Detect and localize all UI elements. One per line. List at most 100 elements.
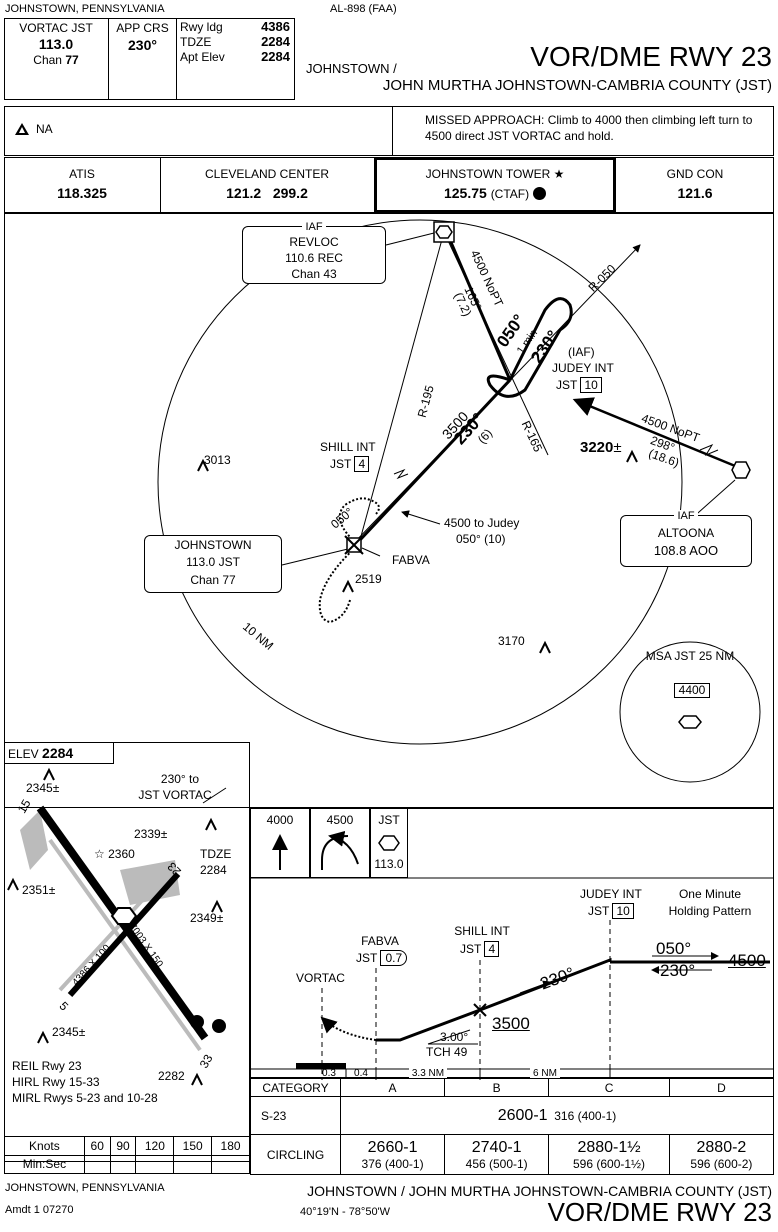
beacon-2360: ☆ 2360 (94, 847, 135, 861)
ma-fix-freq: 113.0 (374, 857, 404, 871)
obs-2345-bot: 2345± (52, 1025, 86, 1039)
minsec-label: Min:Sec (4, 1154, 85, 1174)
shill-name: SHILL INT (320, 440, 376, 454)
judey-iaf: (IAF) (568, 345, 595, 359)
category-c: C (548, 1078, 670, 1097)
revloc-callout (242, 226, 386, 284)
procedure-code: AL-898 (FAA) (330, 3, 397, 15)
altoona-name: ALTOONA (657, 526, 715, 540)
elev: ELEV 2284 (8, 745, 74, 761)
revloc-chan: Chan 43 (291, 267, 337, 281)
shill-fix: JST 4 (330, 456, 370, 472)
footer-airport: JOHNSTOWN / JOHN MURTHA JOHNSTOWN-CAMBRI… (307, 1183, 772, 1199)
to-judey: 4500 to Judey (444, 516, 520, 530)
comm-tower-name: JOHNSTOWN TOWER ★ (425, 167, 565, 181)
profile-vortac: VORTAC (296, 971, 345, 985)
comm-ground-name: GND CON (666, 167, 724, 181)
johnstown-callout (144, 535, 282, 593)
fabva-label: FABVA (392, 553, 430, 567)
profile-view (250, 808, 774, 1078)
header-city: JOHNSTOWN / (306, 61, 397, 76)
footer-amdt: Amdt 1 07270 (5, 1204, 74, 1216)
nav-facility-label: VORTAC JST (19, 21, 93, 35)
app-crs: 230° (128, 37, 157, 53)
elev-box (4, 742, 114, 764)
obs-2351: 2351± (22, 883, 56, 897)
comm-atis-freq: 118.325 (57, 185, 107, 201)
holding-2: Holding Pattern (668, 904, 752, 918)
seg-33: 3.3 NM (376, 1068, 480, 1079)
revloc-iaf: IAF (242, 221, 386, 233)
briefing-strip (4, 18, 295, 100)
msa-label: MSA JST 25 NM (645, 649, 735, 663)
comm-center-name: CLEVELAND CENTER (204, 167, 330, 181)
lighting-icon (533, 187, 547, 200)
revloc-name: REVLOC (289, 235, 339, 249)
hold-alt: 4500 (728, 951, 766, 970)
rwy-ldg-label: Rwy ldg (180, 20, 223, 34)
straight-label: S-23 (250, 1096, 341, 1135)
tdze-ad: 2284 (200, 863, 227, 877)
nav-freq: 113.0 (38, 36, 74, 52)
tdze-ad-label: TDZE (200, 847, 232, 861)
category-d: D (668, 1078, 775, 1097)
ma-fix-name: JST (378, 813, 400, 827)
straight-minimums: 2600-1 316 (400-1) (340, 1096, 774, 1135)
altoona-freq: 108.8 AOO (653, 543, 719, 558)
profile-fabva-fix: JST 0.7 (356, 950, 408, 966)
minimums-table: CATEGORY A B C D S-23 2600-1 316 (400-1)… (250, 1078, 775, 1175)
plan-view (4, 213, 774, 808)
alt-3220: 3220± (580, 439, 622, 456)
category-a: A (339, 1078, 446, 1097)
missed-approach-text: MISSED APPROACH: Climb to 4000 then clim… (425, 113, 753, 144)
category-label: CATEGORY (250, 1078, 341, 1097)
revloc-freq: 110.6 REC (285, 251, 343, 265)
hold-out: 050° (656, 939, 692, 958)
seg-04: 0.4 (354, 1068, 368, 1079)
altoona-iaf: IAF (620, 510, 752, 522)
profile-shill: SHILL INT (454, 924, 510, 938)
apt-elev-label: Apt Elev (180, 50, 225, 64)
ma-alt-4500: 4500 (326, 813, 354, 827)
johnstown-chan: Chan 77 (190, 573, 236, 587)
procedure-title: VOR/DME RWY 23 (530, 41, 772, 72)
obs-2339: 2339± (134, 827, 168, 841)
footer-coords: 40°19'N - 78°50'W (300, 1206, 391, 1218)
knots-label: Knots (4, 1136, 85, 1156)
tdze-label: TDZE (180, 35, 212, 49)
to-vortac-2: JST VORTAC (138, 788, 212, 802)
header-location: JOHNSTOWN, PENNSYLVANIA (5, 3, 165, 15)
footer-title: VOR/DME RWY 23 (547, 1197, 772, 1227)
timing-table: Knots 60 90 120 150 180 Min:Sec (4, 1136, 250, 1174)
alt-3170: 3170 (498, 634, 525, 648)
hold-in: 230° (660, 961, 696, 980)
apt-elev: 2284 (261, 49, 290, 64)
profile-fabva: FABVA (361, 934, 399, 948)
alt-2519: 2519 (355, 572, 382, 586)
lighting-1: REIL Rwy 23 (12, 1059, 82, 1073)
to-vortac: 230° to (160, 772, 200, 786)
rwy-ldg: 4386 (261, 19, 290, 34)
tdze: 2284 (261, 34, 290, 49)
tower-box (374, 157, 616, 213)
obs-2282: 2282 (158, 1069, 185, 1083)
comm-atis-name: ATIS (69, 167, 95, 181)
airport-name: JOHN MURTHA JOHNSTOWN-CAMBRIA COUNTY (JS… (382, 77, 772, 94)
seg-6: 6 NM (480, 1068, 610, 1079)
msa-alt: 4400 (674, 683, 710, 699)
profile-tch: TCH 49 (426, 1045, 468, 1059)
profile-judey-fix: JST 10 (588, 903, 634, 919)
holding-1: One Minute (678, 887, 742, 901)
speed-60: 60 (83, 1136, 111, 1156)
comm-tower-freq: 125.75 (CTAF) (376, 185, 614, 201)
category-b: B (444, 1078, 550, 1097)
lighting-2: HIRL Rwy 15-33 (12, 1075, 100, 1089)
seg-03: 0.3 (322, 1068, 336, 1079)
alt-minimums-icon (14, 122, 30, 141)
judey-fix: JST 10 (556, 377, 602, 393)
